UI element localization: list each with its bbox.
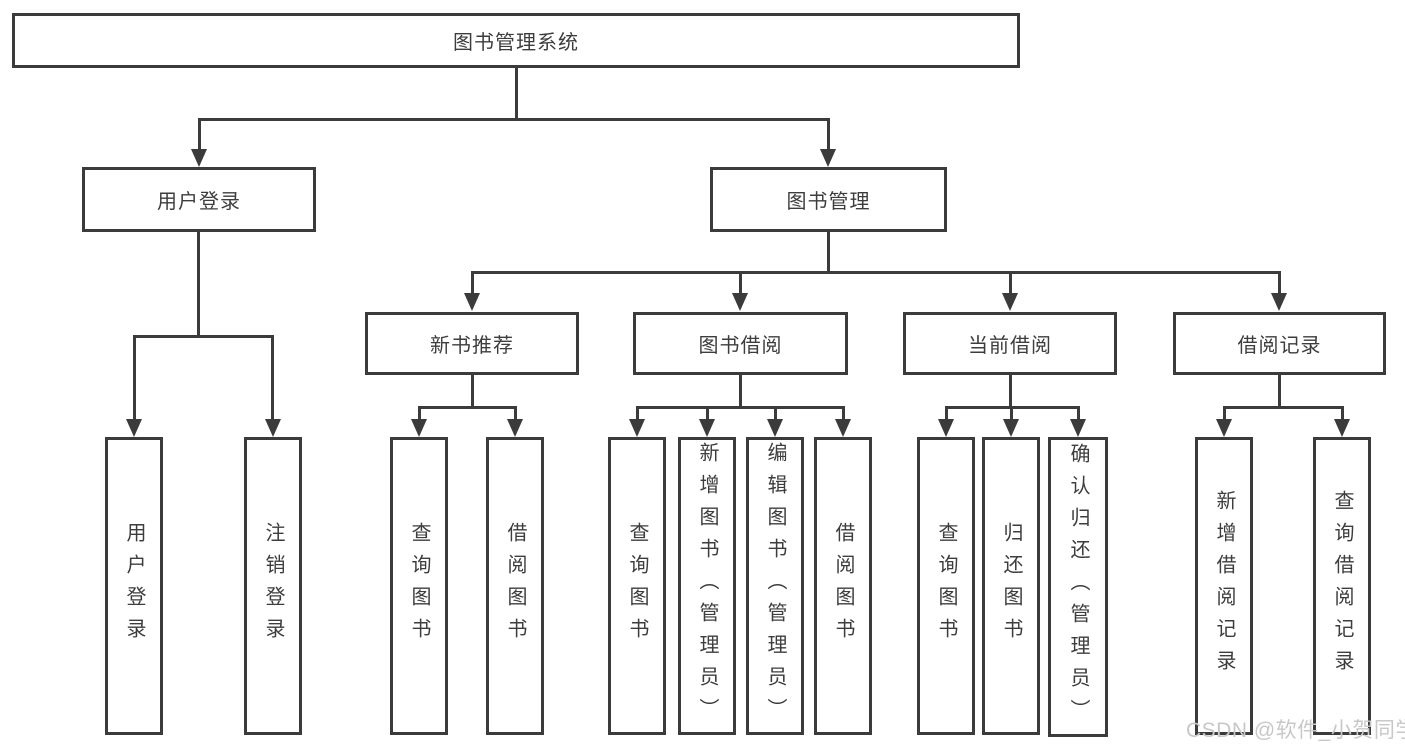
leaf-label: 新增图书（管理员） bbox=[696, 442, 718, 730]
leaf-query-books-recommend: 查询图书 bbox=[390, 437, 448, 735]
connector-leaf bbox=[1223, 406, 1226, 421]
leaf-label: 查询图书 bbox=[935, 522, 957, 650]
connector-borrow-records-rail bbox=[1223, 406, 1343, 409]
leaf-borrow-books: 借阅图书 bbox=[814, 437, 872, 735]
connector-to-borrow-records bbox=[1278, 271, 1281, 296]
connector-to-leaf-logout bbox=[271, 335, 274, 419]
arrow-down-icon bbox=[507, 419, 523, 437]
connector-new-book-rail bbox=[418, 406, 517, 409]
arrow-down-icon bbox=[1070, 419, 1086, 437]
connector-book-borrow-stem bbox=[739, 375, 742, 406]
connector-user-login-stem bbox=[197, 232, 200, 335]
leaf-label: 查询图书 bbox=[626, 522, 648, 650]
connector-book-borrow-rail bbox=[636, 406, 844, 409]
connector-to-book-management bbox=[827, 118, 830, 152]
arrow-down-icon bbox=[1271, 293, 1287, 311]
arrow-down-icon bbox=[767, 419, 783, 437]
leaf-label: 确认归还（管理员） bbox=[1067, 443, 1089, 731]
leaf-add-borrow-record: 新增借阅记录 bbox=[1195, 437, 1253, 735]
leaf-query-books-current: 查询图书 bbox=[917, 437, 975, 735]
arrow-down-icon bbox=[1334, 419, 1350, 437]
connector-to-book-borrow bbox=[739, 271, 742, 296]
leaf-label: 新增借阅记录 bbox=[1213, 490, 1235, 682]
leaf-return-books: 归还图书 bbox=[982, 437, 1040, 735]
connector-borrow-records-stem bbox=[1278, 375, 1281, 406]
csdn-watermark: CSDN @软件_小贺同学 bbox=[1186, 719, 1405, 742]
leaf-borrow-books-recommend: 借阅图书 bbox=[486, 437, 544, 735]
connector-leaf bbox=[1077, 406, 1080, 421]
connector-to-leaf-user-login bbox=[133, 335, 136, 419]
leaf-label: 借阅图书 bbox=[504, 522, 526, 650]
leaf-label: 查询借阅记录 bbox=[1331, 490, 1353, 682]
arrow-down-icon bbox=[629, 419, 645, 437]
connector-to-user-login bbox=[198, 118, 201, 152]
arrow-down-icon bbox=[1002, 293, 1018, 311]
leaf-label: 查询图书 bbox=[408, 522, 430, 650]
connector-new-book-stem bbox=[471, 375, 474, 406]
connector-leaf bbox=[945, 406, 948, 421]
node-library-management-system: 图书管理系统 bbox=[12, 13, 1020, 68]
arrow-down-icon bbox=[126, 419, 142, 437]
connector-current-borrow-stem bbox=[1009, 375, 1012, 406]
connector-to-new-book bbox=[471, 271, 474, 296]
leaf-user-login: 用户登录 bbox=[105, 437, 163, 735]
connector-leaf bbox=[636, 406, 639, 421]
node-user-login: 用户登录 bbox=[82, 167, 316, 232]
arrow-down-icon bbox=[1003, 419, 1019, 437]
arrow-down-icon bbox=[1216, 419, 1232, 437]
leaf-add-book-admin: 新增图书（管理员） bbox=[678, 437, 736, 735]
connector-leaf bbox=[418, 406, 421, 421]
node-book-borrow: 图书借阅 bbox=[633, 312, 848, 375]
connector-level2-rail bbox=[471, 271, 1279, 274]
arrow-down-icon bbox=[835, 419, 851, 437]
connector-user-login-rail bbox=[133, 335, 274, 338]
arrow-down-icon bbox=[938, 419, 954, 437]
arrow-down-icon bbox=[191, 149, 207, 167]
connector-level1-rail bbox=[198, 118, 830, 121]
leaf-query-books-borrow: 查询图书 bbox=[608, 437, 666, 735]
node-borrow-records: 借阅记录 bbox=[1173, 312, 1386, 375]
node-book-management: 图书管理 bbox=[710, 167, 947, 232]
leaf-logout: 注销登录 bbox=[244, 437, 302, 735]
node-new-book-recommend: 新书推荐 bbox=[365, 312, 579, 375]
connector-leaf bbox=[1341, 406, 1344, 421]
arrow-down-icon bbox=[732, 293, 748, 311]
connector-book-mgmt-stem bbox=[827, 232, 830, 271]
leaf-label: 用户登录 bbox=[123, 522, 145, 650]
leaf-label: 注销登录 bbox=[262, 522, 284, 650]
leaf-label: 借阅图书 bbox=[832, 522, 854, 650]
arrow-down-icon bbox=[411, 419, 427, 437]
leaf-label: 归还图书 bbox=[1000, 522, 1022, 650]
node-current-borrow: 当前借阅 bbox=[903, 312, 1117, 375]
connector-leaf bbox=[514, 406, 517, 421]
connector-root-stem bbox=[515, 68, 518, 121]
connector-leaf bbox=[1010, 406, 1013, 421]
connector-to-current-borrow bbox=[1009, 271, 1012, 296]
leaf-confirm-return-admin: 确认归还（管理员） bbox=[1048, 437, 1108, 737]
connector-leaf bbox=[842, 406, 845, 421]
arrow-down-icon bbox=[820, 149, 836, 167]
leaf-label: 编辑图书（管理员） bbox=[764, 442, 786, 730]
arrow-down-icon bbox=[265, 419, 281, 437]
arrow-down-icon bbox=[464, 293, 480, 311]
connector-leaf bbox=[774, 406, 777, 421]
leaf-query-borrow-record: 查询借阅记录 bbox=[1313, 437, 1371, 735]
leaf-edit-book-admin: 编辑图书（管理员） bbox=[746, 437, 804, 735]
arrow-down-icon bbox=[699, 419, 715, 437]
connector-leaf bbox=[706, 406, 709, 421]
